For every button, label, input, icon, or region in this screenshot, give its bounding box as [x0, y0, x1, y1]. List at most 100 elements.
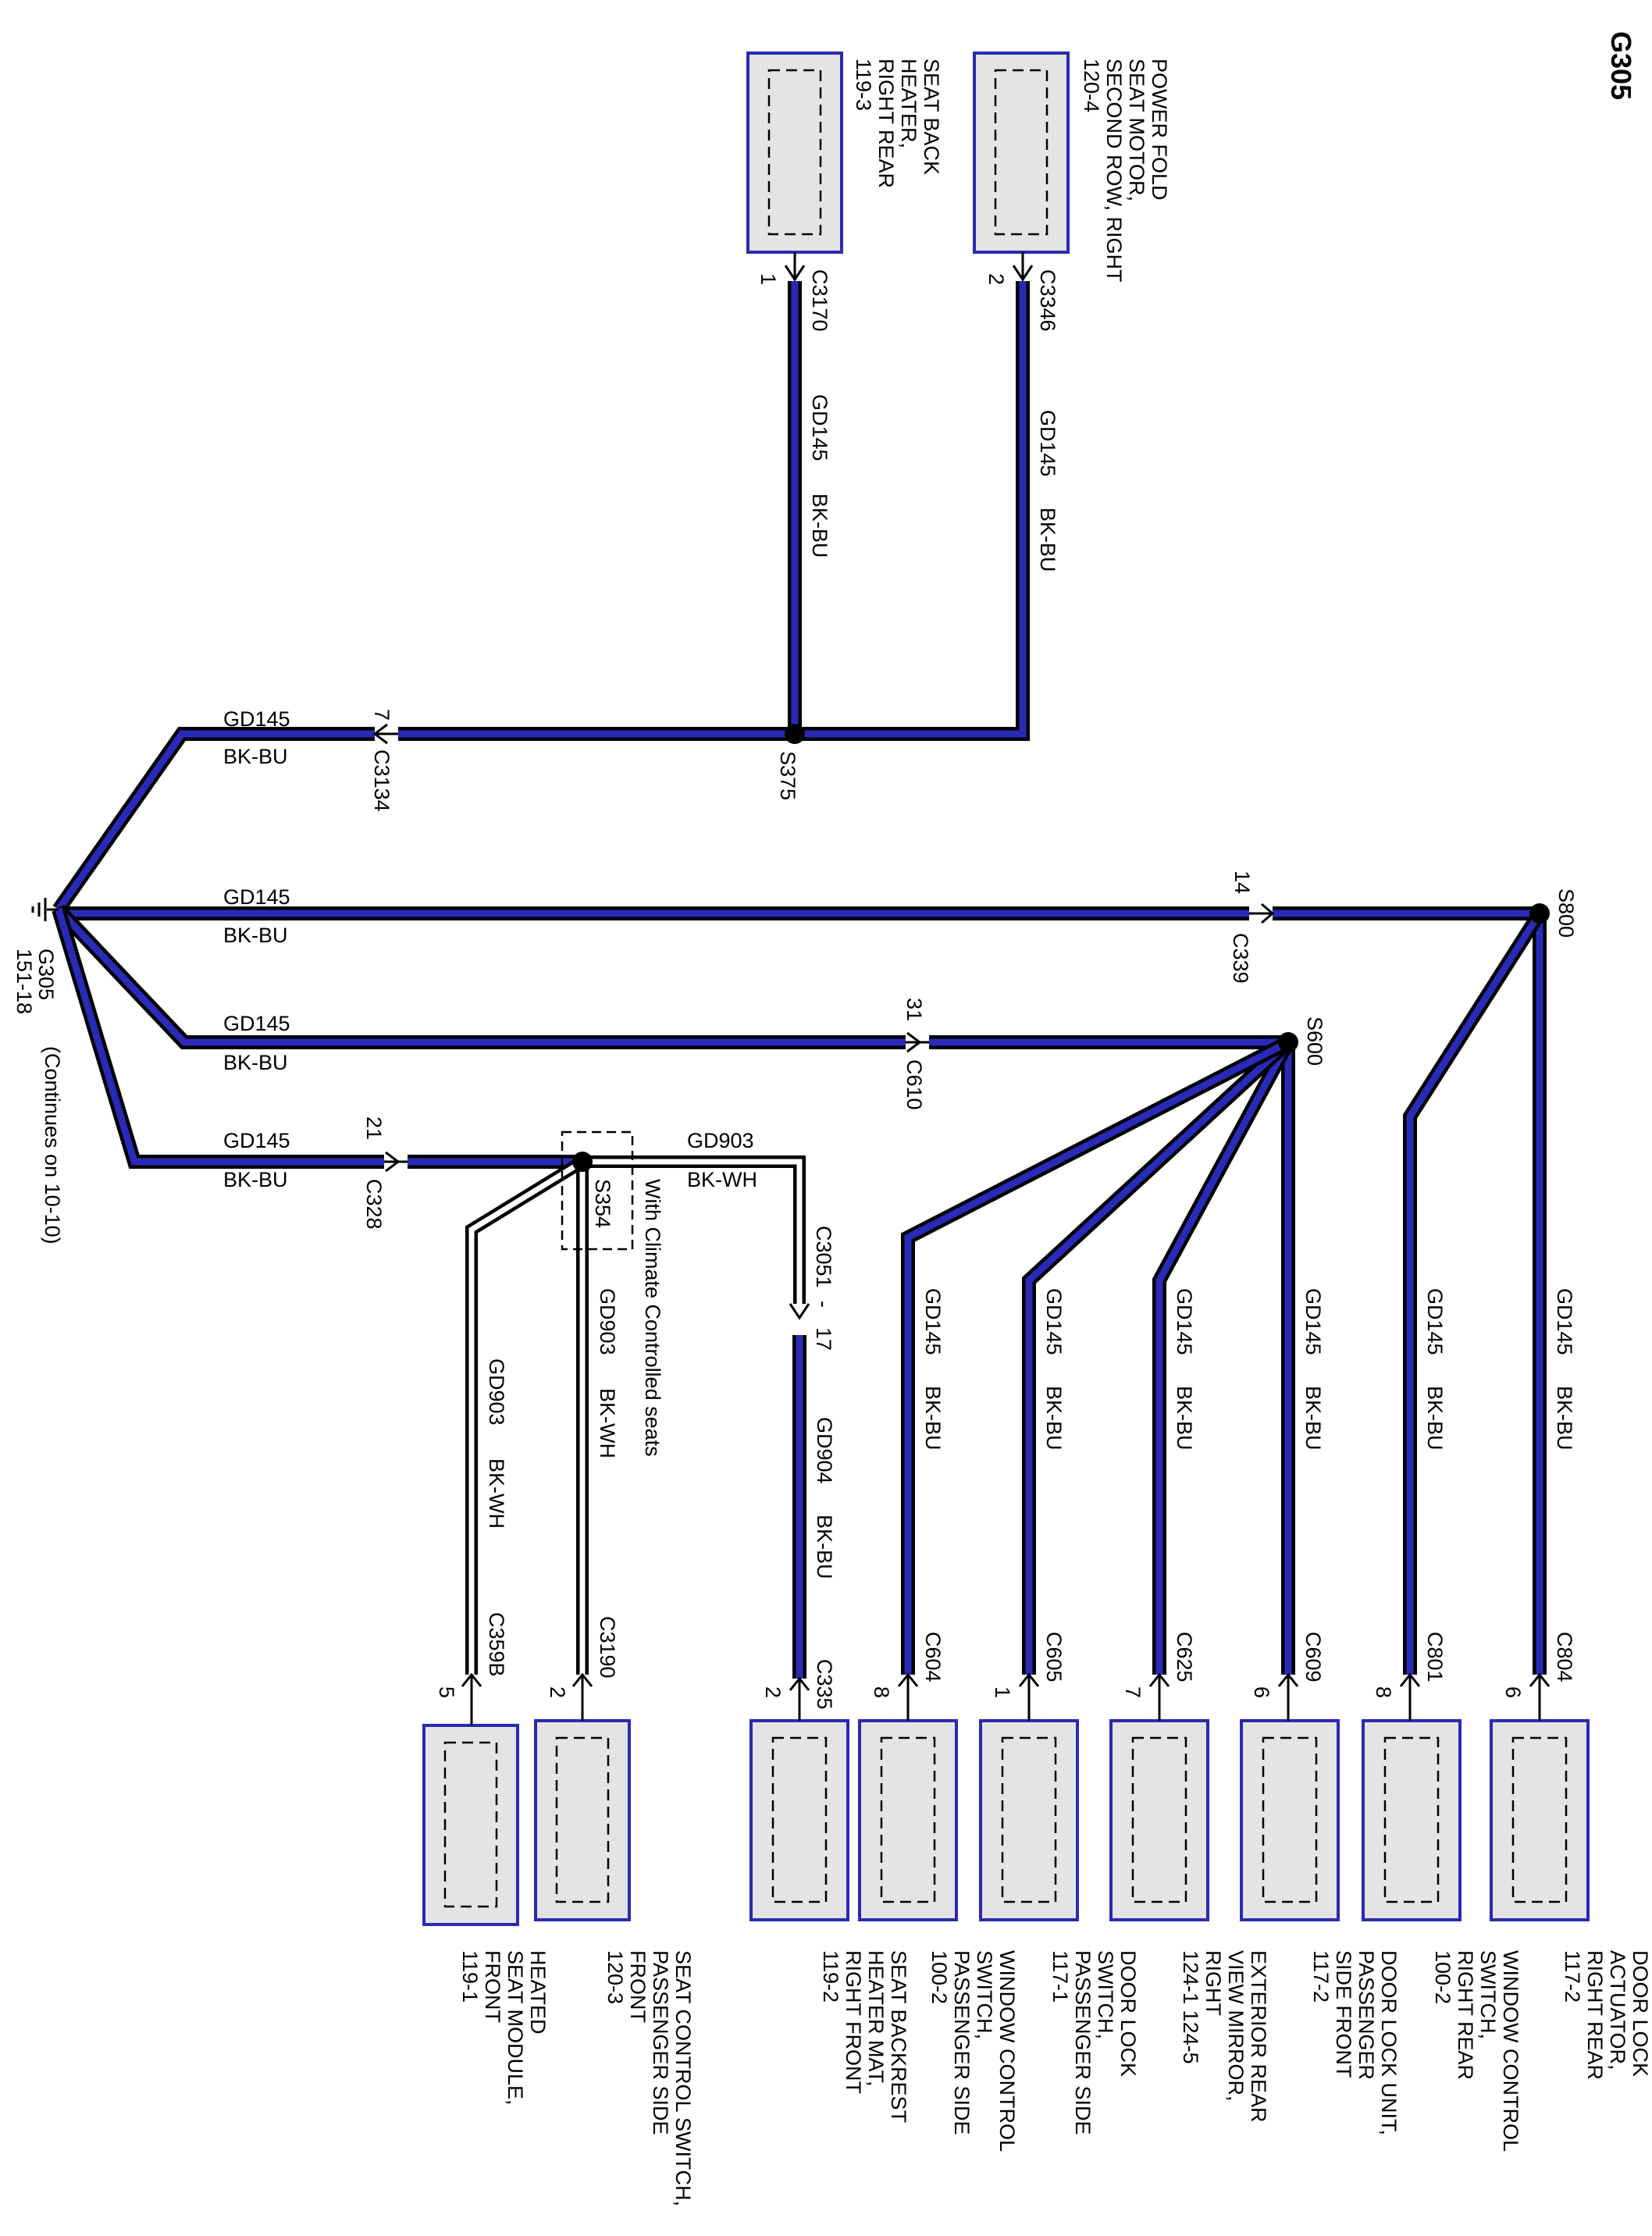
component-door-lock-actuator-right-rear: GD145 BK-BU C804 6 DOOR LOCK ACTUATOR, R…	[1490, 1288, 1652, 2086]
svg-text:BK-BU: BK-BU	[223, 1168, 288, 1191]
svg-text:DOOR LOCK SWITCH,: DOOR LOCK SWITCH, PASSENGER SIDE 117-1	[1049, 1950, 1140, 2141]
svg-text:7: 7	[1121, 1686, 1145, 1698]
svg-text:GD145: GD145	[1423, 1288, 1447, 1355]
splice-s600	[1278, 1032, 1298, 1052]
ground-label: G305 151-18	[12, 949, 58, 1014]
splice-label-s354: S354	[591, 1179, 614, 1228]
svg-text:8: 8	[1372, 1686, 1395, 1698]
svg-text:GD145: GD145	[223, 1012, 290, 1035]
connector-arrow-icon	[784, 252, 806, 282]
component-power-fold-seat-motor: POWER FOLD SEAT MOTOR, SECOND ROW, RIGHT…	[973, 52, 1171, 572]
svg-text:DOOR LOCK ACTUATOR,: DOOR LOCK ACTUATOR, RIGHT REAR 117-2	[1561, 1950, 1652, 2086]
svg-text:21: 21	[362, 1116, 386, 1140]
svg-text:C328: C328	[362, 1179, 386, 1230]
svg-text:EXTERIOR REAR VIEW MIRRO: EXTERIOR REAR VIEW MIRROR, RIGHT 124-1 1…	[1179, 1950, 1270, 2128]
svg-text:GD145: GD145	[1553, 1288, 1576, 1355]
svg-text:C604: C604	[921, 1632, 945, 1682]
branch-c3134: GD145 BK-BU 7 C3134	[223, 707, 398, 812]
svg-text:DOOR LOCK UNIT, PASSENGE: DOOR LOCK UNIT, PASSENGER SIDE FRONT 117…	[1309, 1950, 1401, 2142]
svg-text:31: 31	[903, 998, 926, 1021]
svg-text:2: 2	[546, 1686, 569, 1698]
splice-s375	[785, 724, 805, 744]
branch-c328: GD145 BK-BU 21 C328	[223, 1116, 408, 1230]
svg-text:GD145: GD145	[808, 394, 831, 461]
svg-text:GD145: GD145	[1036, 410, 1059, 477]
svg-text:BK-BU: BK-BU	[1042, 1386, 1066, 1451]
connector-arrow-icon	[384, 1151, 408, 1173]
wire-c3134-ground	[52, 727, 375, 914]
svg-text:GD145: GD145	[223, 1129, 290, 1152]
svg-text:C359B: C359B	[485, 1612, 508, 1677]
branch-c610: GD145 BK-BU 31 C610	[223, 998, 929, 1110]
svg-text:6: 6	[1501, 1686, 1525, 1698]
svg-text:5: 5	[435, 1686, 458, 1698]
svg-text:GD904: GD904	[813, 1417, 836, 1484]
svg-text:BK-BU: BK-BU	[1553, 1386, 1576, 1451]
svg-text:C801: C801	[1423, 1632, 1447, 1682]
splice-s800	[1529, 903, 1550, 924]
svg-text:BK-BU: BK-BU	[223, 924, 288, 947]
svg-text:BK-BU: BK-BU	[1036, 507, 1059, 572]
svg-text:GD145: GD145	[1173, 1288, 1196, 1355]
component-heated-seat-module-front: GD903 BK-WH C359B 5 HEATED SEAT MODULE, …	[422, 1358, 550, 2106]
svg-text:GD145: GD145	[223, 707, 290, 731]
connector-arrow-icon	[1012, 252, 1034, 282]
component-window-control-switch-right-rear: GD145 BK-BU C801 8 WINDOW CONTROL SWITCH…	[1362, 1288, 1522, 2157]
svg-text:BK-BU: BK-BU	[921, 1386, 945, 1451]
svg-text:BK-WH: BK-WH	[596, 1388, 619, 1458]
svg-text:BK-BU: BK-BU	[1301, 1386, 1325, 1451]
s354-option-box	[561, 1130, 634, 1251]
ground-icon	[31, 898, 59, 921]
svg-text:BK-BU: BK-BU	[813, 1515, 836, 1579]
connector-arrow-icon	[1277, 1672, 1299, 1721]
svg-text:C609: C609	[1301, 1632, 1325, 1682]
svg-text:GD145: GD145	[223, 885, 290, 909]
connector-arrow-icon	[906, 1031, 929, 1053]
connector-arrow-icon	[1399, 1672, 1421, 1721]
svg-text:C339: C339	[1229, 933, 1252, 984]
svg-text:8: 8	[870, 1686, 893, 1698]
svg-text:1: 1	[991, 1686, 1014, 1698]
s354-note: With Climate Controlled seats	[641, 1179, 664, 1457]
svg-text:WINDOW CONTROL SWITCH,: WINDOW CONTROL SWITCH, PASSENGER SIDE 10…	[927, 1950, 1019, 2157]
svg-text:GD145: GD145	[1042, 1288, 1066, 1355]
svg-text:1: 1	[757, 273, 780, 285]
svg-text:BK-WH: BK-WH	[687, 1168, 757, 1191]
branch-c339: GD145 BK-BU 14 C339	[223, 871, 1275, 984]
splice-label-s375: S375	[776, 751, 799, 800]
svg-text:BK-BU: BK-BU	[1423, 1386, 1447, 1451]
svg-text:C3134: C3134	[370, 749, 393, 812]
svg-text:GD145: GD145	[921, 1288, 945, 1355]
connector-arrow-icon	[897, 1672, 919, 1721]
svg-text:7: 7	[370, 709, 393, 721]
svg-text:14: 14	[1230, 871, 1254, 894]
svg-text:WINDOW CONTROL SWITCH,: WINDOW CONTROL SWITCH, RIGHT REAR 100-2	[1431, 1950, 1522, 2157]
wire-c610-ground	[53, 904, 906, 1049]
svg-text:C335: C335	[813, 1659, 836, 1710]
svg-text:BK-BU: BK-BU	[223, 745, 288, 768]
svg-text:SEAT BACK HEATER,: SEAT BACK HEATER, RIGHT REAR 119-3	[852, 59, 943, 194]
page-label: G305	[1605, 31, 1637, 100]
connector-arrow-icon	[461, 1672, 482, 1725]
component-seat-back-heater-right-rear: SEAT BACK HEATER, RIGHT REAR 119-3 C3170…	[746, 52, 943, 558]
component-window-control-switch-passenger-side: GD145 BK-BU C604 8 WINDOW CONTROL SWITCH…	[858, 1288, 1019, 2157]
connector-arrow-icon	[789, 1303, 810, 1320]
svg-text:C605: C605	[1042, 1632, 1066, 1682]
continues-note: (Continues on 10-10)	[41, 1046, 64, 1244]
svg-text:C804: C804	[1553, 1632, 1576, 1682]
gd903-run: GD903 BK-WH C3051 - 17	[687, 1129, 835, 1351]
svg-text:GD903: GD903	[485, 1358, 508, 1426]
svg-text:C3190: C3190	[596, 1616, 619, 1679]
svg-text:GD145: GD145	[1301, 1288, 1325, 1355]
svg-text:BK-WH: BK-WH	[485, 1458, 508, 1529]
connector-arrow-icon	[1148, 1672, 1170, 1721]
svg-text:BK-BU: BK-BU	[1173, 1386, 1196, 1451]
svg-text:6: 6	[1250, 1686, 1273, 1698]
splice-s354	[572, 1152, 593, 1172]
connector-arrow-icon	[571, 1672, 593, 1721]
svg-text:POWER FOLD SEAT MOTOR,: POWER FOLD SEAT MOTOR, SECOND ROW, RIGHT…	[1080, 59, 1171, 288]
svg-text:SEAT CONTROL SWITCH, PAS: SEAT CONTROL SWITCH, PASSENGER SIDE FRON…	[603, 1950, 695, 2213]
component-seat-control-switch-passenger-side-front: GD903 BK-WH C3190 2 SEAT CONTROL SWITCH,…	[534, 1288, 695, 2213]
component-door-lock-unit-passenger-side-front: GD145 BK-BU C609 6 DOOR LOCK UNIT, PASSE…	[1240, 1288, 1401, 2142]
connector-arrow-icon	[372, 723, 398, 745]
